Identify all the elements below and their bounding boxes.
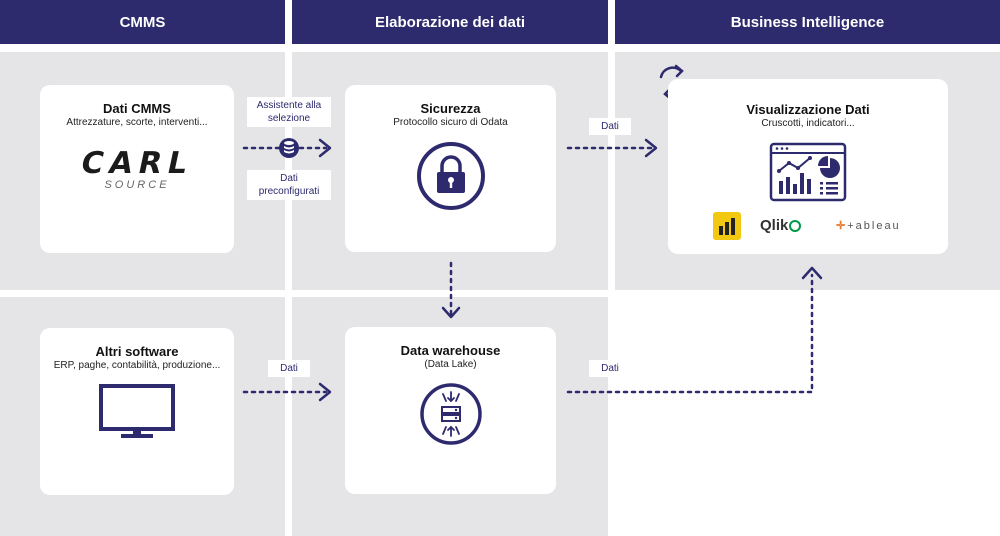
label-selection-assistant-text: Assistente alla selezione — [256, 100, 322, 124]
arrow-head-cmms-security — [318, 138, 332, 158]
header-processing-label: Elaborazione dei dati — [374, 13, 526, 31]
dashboard-icon — [769, 142, 847, 202]
card-cmms-subtitle: Attrezzature, scorte, interventi... — [66, 117, 208, 128]
database-icon — [279, 138, 299, 158]
card-cmms-data: Dati CMMS Attrezzature, scorte, interven… — [40, 85, 234, 253]
arrow-warehouse-bi-line — [566, 273, 814, 394]
card-viz-title: Visualizzazione Dati — [746, 102, 870, 117]
card-security-title: Sicurezza — [420, 101, 481, 116]
tableau-cross-icon: ✛ — [836, 220, 848, 232]
data-warehouse-icon — [419, 383, 482, 445]
arrow-head-other-warehouse — [318, 382, 332, 402]
card-security-subtitle: Protocollo sicuro di Odata — [393, 117, 508, 128]
bi-tools-logos: Qlik ✛+ableau — [668, 212, 948, 242]
label-selection-assistant: Assistente alla selezione — [247, 97, 331, 127]
tableau-logo: ✛+ableau — [836, 219, 901, 232]
header-cmms: CMMS — [0, 0, 285, 44]
qlik-logo-text: Qlik — [760, 217, 789, 234]
card-viz-subtitle: Cruscotti, indicatori... — [761, 118, 855, 129]
label-dati-other-warehouse-text: Dati — [280, 363, 298, 374]
source-logo-text: SOURCE — [104, 179, 170, 191]
card-data-warehouse: Data warehouse (Data Lake) — [345, 327, 556, 494]
monitor-icon — [99, 384, 175, 438]
arrow-head-security-warehouse — [441, 306, 461, 319]
label-preconfigured-text: Dati preconfigurati — [258, 173, 320, 197]
header-bi: Business Intelligence — [615, 0, 1000, 44]
arrow-head-security-bi — [644, 138, 658, 158]
card-security: Sicurezza Protocollo sicuro di Odata — [345, 85, 556, 252]
label-preconfigured-data: Dati preconfigurati — [247, 170, 331, 200]
qlik-logo: Qlik — [760, 217, 802, 234]
header-processing: Elaborazione dei dati — [292, 0, 608, 44]
carl-logo-text: CARL — [77, 146, 197, 181]
label-dati-warehouse-bi-text: Dati — [601, 363, 619, 374]
card-other-subtitle: ERP, paghe, contabilità, produzione... — [53, 360, 221, 371]
card-other-software: Altri software ERP, paghe, contabilità, … — [40, 328, 234, 495]
arrow-head-warehouse-bi — [801, 266, 823, 280]
qlik-q-icon — [789, 220, 802, 232]
card-other-title: Altri software — [95, 344, 179, 359]
label-dati-warehouse-bi: Dati — [589, 360, 631, 377]
powerbi-icon — [713, 212, 741, 240]
header-bi-label: Business Intelligence — [730, 13, 885, 31]
tableau-logo-text: +ableau — [847, 220, 901, 232]
label-dati-security-bi-text: Dati — [601, 121, 619, 132]
label-dati-other-warehouse: Dati — [268, 360, 310, 377]
card-warehouse-subtitle: (Data Lake) — [424, 359, 477, 370]
lock-icon — [416, 142, 485, 210]
card-visualization: Visualizzazione Dati Cruscotti, indicato… — [668, 79, 948, 254]
label-dati-security-bi: Dati — [589, 118, 631, 135]
card-cmms-title: Dati CMMS — [103, 101, 171, 116]
header-cmms-label: CMMS — [119, 13, 166, 31]
card-warehouse-title: Data warehouse — [400, 343, 501, 358]
carl-source-logo: CARL SOURCE — [40, 146, 234, 191]
